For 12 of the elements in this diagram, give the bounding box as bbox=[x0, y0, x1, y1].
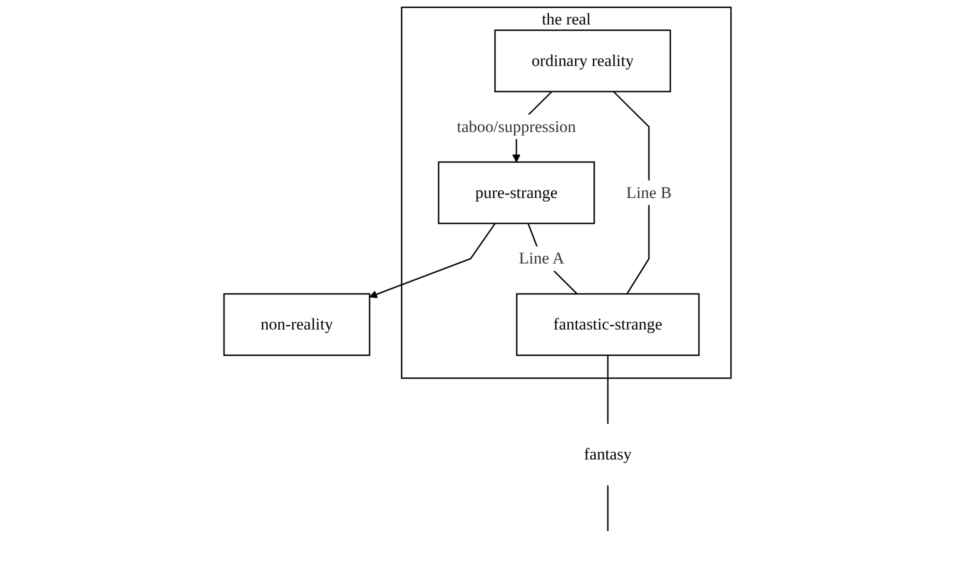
connector bbox=[607, 485, 609, 532]
arrow bbox=[369, 223, 496, 298]
node-box: non-reality bbox=[223, 293, 370, 356]
edge-label: Line B bbox=[626, 183, 672, 202]
connector bbox=[613, 91, 650, 294]
connector bbox=[607, 355, 609, 424]
node-text: fantasy bbox=[584, 444, 632, 464]
node-box: pure-strange bbox=[438, 161, 595, 224]
edge-label: Line A bbox=[518, 249, 564, 268]
edge-label: taboo/suppression bbox=[456, 117, 576, 136]
node-box: fantastic-strange bbox=[516, 293, 700, 356]
node-box: ordinary reality bbox=[494, 30, 672, 92]
